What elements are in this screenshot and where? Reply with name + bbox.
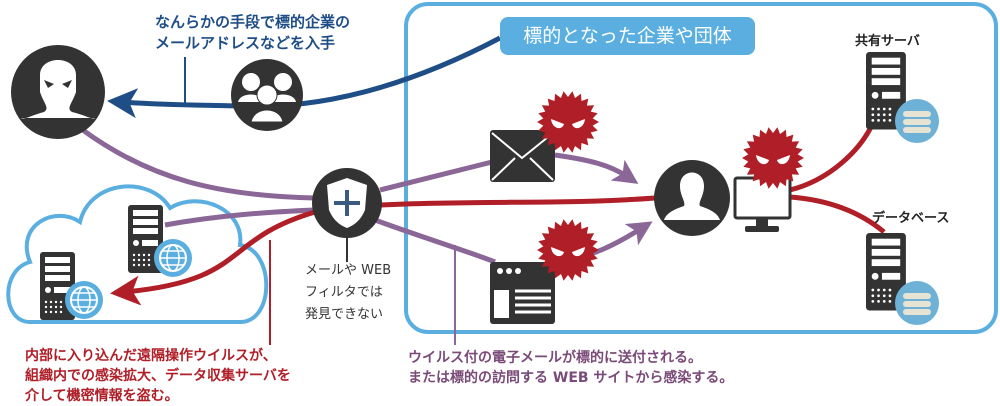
- virus-icon: [537, 219, 599, 281]
- email-envelope-icon: [490, 130, 555, 182]
- organization-title: 標的となった企業や団体: [500, 17, 755, 55]
- attacker-icon: [11, 45, 105, 139]
- database-label: データベース: [872, 211, 950, 226]
- remote-virus-caption: 内部に入り込んだ遠隔操作ウイルスが、 組織内での感染拡大、データ収集サーバを 介…: [25, 346, 291, 406]
- organization-boundary: [404, 2, 998, 334]
- red-exfiltration-paths: [110, 123, 886, 306]
- target-user-icon: [654, 160, 730, 236]
- filter-note: メールや WEB フィルタでは 発見できない: [305, 260, 391, 326]
- infection-caption-line: または標的の訪問する WEB サイトから感染する。: [408, 370, 734, 386]
- acquire-caption-line: なんらかの手段で標的企業の: [155, 13, 351, 31]
- shared-server-label: 共有サーバ: [855, 34, 920, 49]
- filter-note-line: フィルタでは: [305, 285, 383, 300]
- remote-virus-caption-line: 組織内での感染拡大、データ収集サーバを: [25, 368, 291, 384]
- website-browser-icon: [490, 262, 555, 324]
- infected-pc-monitor-icon: [733, 176, 792, 232]
- filter-note-line: 発見できない: [305, 307, 384, 322]
- shared-server-icon: [866, 52, 906, 130]
- database-icon: [895, 99, 939, 143]
- database-server-icon: [866, 233, 906, 311]
- infection-caption-line: ウイルス付の電子メールが標的に送付される。: [408, 350, 702, 366]
- filter-note-line: メールや WEB: [305, 263, 392, 278]
- globe-icon: [154, 239, 192, 277]
- remote-virus-caption-line: 介して機密情報を盗む。: [25, 388, 179, 404]
- infection-caption: ウイルス付の電子メールが標的に送付される。 または標的の訪問する WEB サイト…: [408, 348, 733, 388]
- acquire-caption: なんらかの手段で標的企業の メールアドレスなどを入手: [155, 12, 350, 54]
- virus-icon: [742, 127, 804, 189]
- security-filter-shield-icon: [312, 168, 382, 238]
- purple-infection-paths: [78, 125, 653, 265]
- target-users-group-icon: [231, 59, 303, 131]
- globe-icon: [65, 281, 103, 319]
- database-icon: [895, 281, 939, 325]
- remote-virus-caption-line: 内部に入り込んだ遠隔操作ウイルスが、: [25, 348, 277, 364]
- virus-icon: [537, 91, 599, 153]
- acquire-caption-line: メールアドレスなどを入手: [155, 34, 336, 52]
